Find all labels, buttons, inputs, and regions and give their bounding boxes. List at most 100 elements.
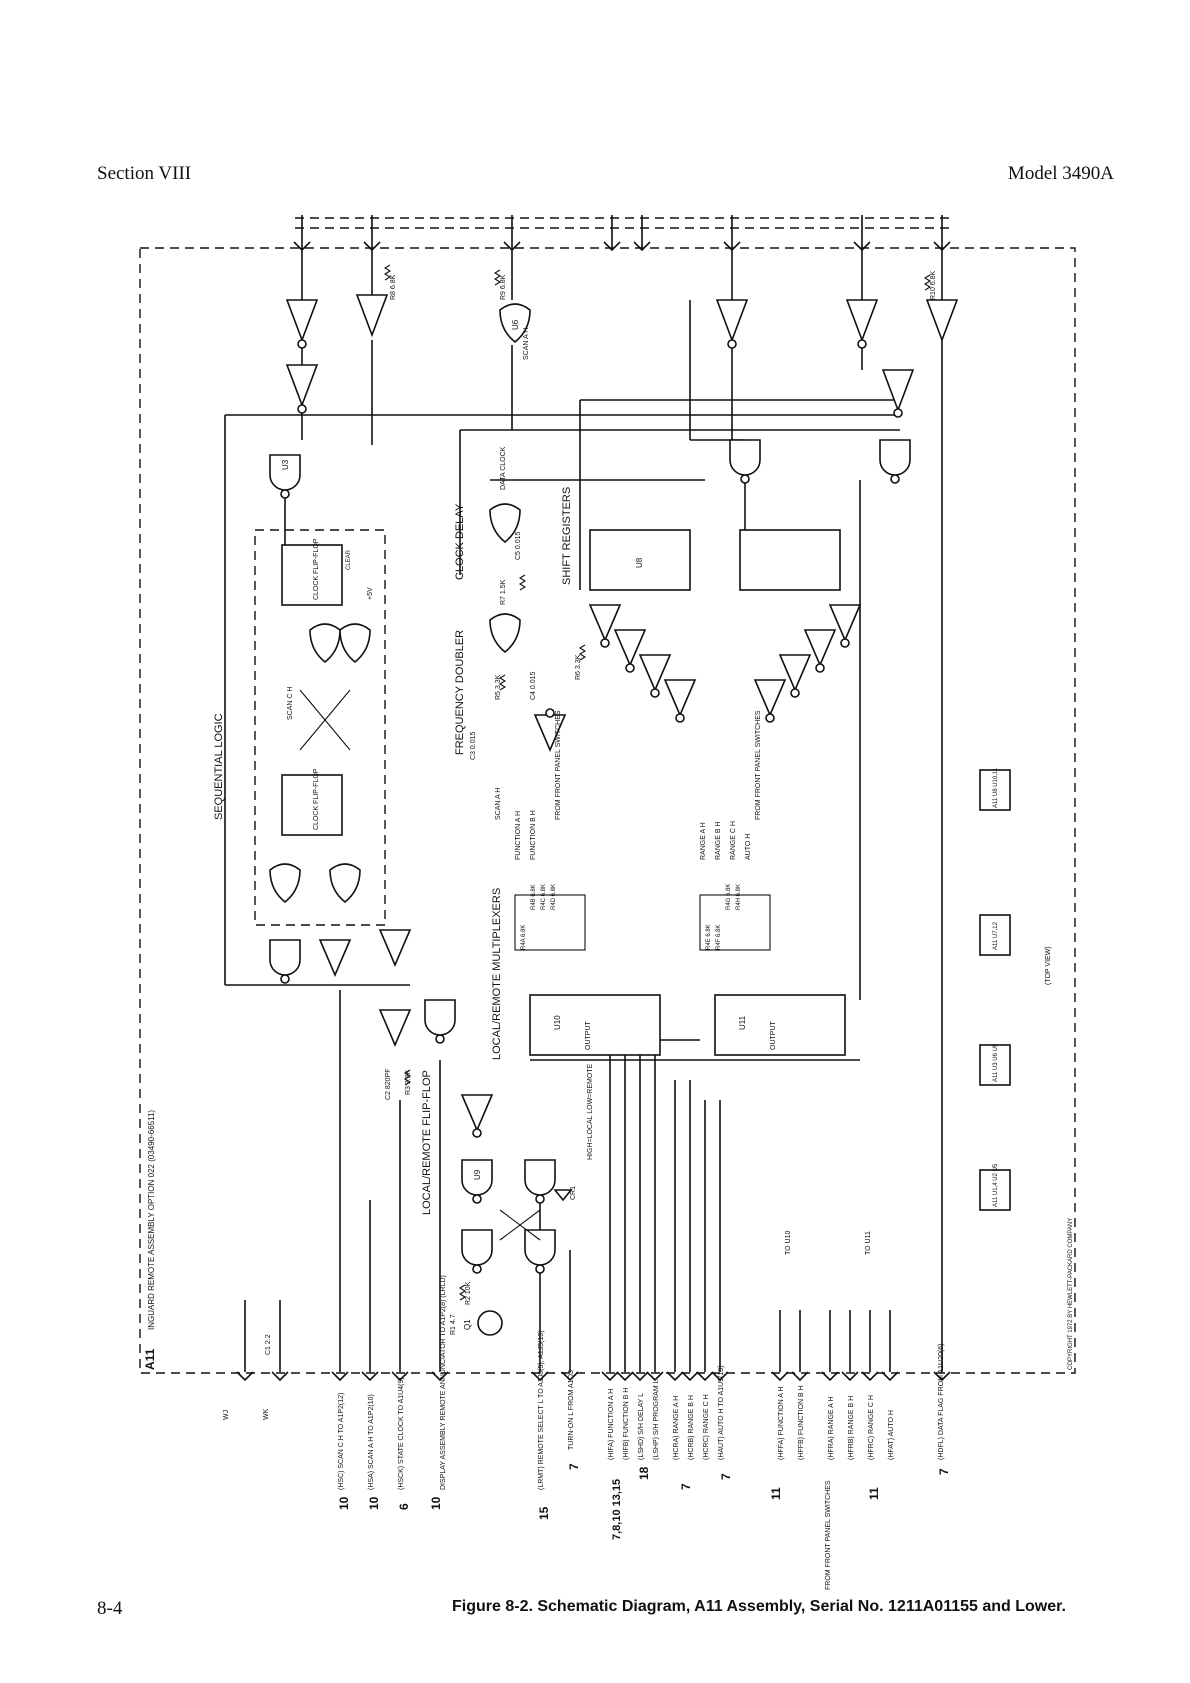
c2-label: C2 820PF [385, 1068, 392, 1100]
clock-ff-label-2: CLOCK FLIP-FLOP [313, 768, 320, 830]
output-label-2: OUTPUT [770, 1021, 777, 1051]
clear-label: CLEAR [346, 549, 352, 570]
u11-label: U11 [738, 1015, 747, 1030]
u8-shift-register-2 [739, 529, 841, 591]
r3-label: R3 3.3K [405, 1069, 412, 1095]
sig-20-num: 7 [937, 1468, 951, 1475]
to-u10-label: TO U10 [785, 1231, 792, 1255]
r6-label: R6 3.3K [575, 654, 582, 680]
r4g-label: R4G 6.8K [726, 884, 732, 910]
local-remote-ff-label: LOCAL/REMOTE FLIP-FLOP [421, 1070, 433, 1215]
r4a-label: R4A 6.8K [521, 925, 527, 950]
u9-label: U9 [473, 1169, 482, 1180]
local-remote-mux-label: LOCAL/REMOTE MULTIPLEXERS [491, 888, 503, 1060]
r1-label: R1 4.7 [450, 1314, 457, 1335]
wj-label: WJ [223, 1410, 230, 1420]
top-connector-pins [293, 215, 951, 252]
cr1-label: CR1 [570, 1186, 577, 1200]
clock-delay-label: CLOCK DELAY [454, 503, 466, 580]
sig-1: (HSA) SCAN A H TO A1P2(10) [368, 1394, 375, 1490]
sequential-logic-box [254, 529, 386, 926]
clock-ff-label-1: CLOCK FLIP-FLOP [313, 538, 320, 600]
sig-10: (HCRA) RANGE A H [673, 1396, 680, 1460]
range-b-label: RANGE B H [715, 821, 722, 860]
scan-a-label: SCAN A H [523, 328, 530, 360]
u3-label: U3 [281, 459, 290, 470]
sig-19: (HFAT) AUTO H [888, 1410, 895, 1460]
sig-14: (HFFA) FUNCTION A H [778, 1387, 785, 1461]
section-heading: Section VIII [97, 163, 192, 184]
range-a-label: RANGE A H [700, 822, 707, 860]
sig-13: (HAUT) AUTO H TO A1U9(13) [718, 1365, 725, 1460]
high-local-label: HIGH=LOCAL LOW=REMOTE [587, 1063, 594, 1160]
sig-3-num: 10 [429, 1496, 443, 1510]
sig-0-num: 10 [337, 1496, 351, 1510]
c5-label: C5 0.015 [515, 531, 522, 560]
sig-17: (HFRB) RANGE B H [848, 1396, 855, 1460]
auto-label: AUTO H [745, 834, 752, 860]
to-u11-label: TO U11 [865, 1231, 872, 1255]
sig-8: (LSHD) S/H DELAY L [638, 1393, 645, 1460]
r4f-label: R4F 6.8K [716, 925, 722, 950]
cr1-diode [553, 1189, 573, 1202]
r2-label: R2 10K [465, 1281, 472, 1305]
function-a-label: FUNCTION A H [515, 811, 522, 860]
front-panel-label-1: FROM FRONT PANEL SWITCHES [555, 710, 562, 820]
top-view-label: (TOP VIEW) [1045, 946, 1052, 985]
scan-a-label-2: SCAN A H [495, 788, 502, 820]
resistors [383, 264, 932, 1301]
sig-4: (LRMT) REMOTE SELECT L TO A1J8(5), A1J5(… [538, 1330, 545, 1490]
ic-pinout-diagrams [979, 769, 1011, 1211]
r4h-label: R4H 6.8K [736, 884, 742, 910]
sig-9: (LSHP) S/H PROGRAM L [653, 1379, 660, 1460]
scan-c-label: SCAN C H [287, 687, 294, 720]
sig-0: (HSC) SCAN C H TO A1P2(12) [338, 1393, 345, 1490]
sig-5: TURN-ON L FROM A1Q3 [568, 1370, 575, 1450]
front-panel-label-2: FROM FRONT PANEL SWITCHES [755, 710, 762, 820]
resistor-packs [514, 894, 771, 951]
model-heading: Model 3490A [1007, 163, 1114, 184]
u11-multiplexer [714, 994, 846, 1056]
sequential-logic-label: SEQUENTIAL LOGIC [213, 713, 225, 820]
assembly-boundary [139, 247, 1076, 1374]
figure-caption: Figure 8-2. Schematic Diagram, A11 Assem… [452, 1598, 1066, 1615]
u5-flipflop-lower [281, 774, 343, 836]
sig-2: (HSCK) STATE CLOCK TO A1U4(9) [398, 1377, 405, 1490]
sig-2-num: 6 [397, 1503, 411, 1510]
copyright-label: COPYRIGHT 1972 BY HEWLETT-PACKARD COMPAN… [1068, 1218, 1074, 1370]
wk-label: WK [263, 1408, 270, 1420]
r4e-label: R4E 6.8K [706, 924, 712, 950]
data-clock-label: DATA CLOCK [500, 446, 507, 490]
q1-transistor [477, 1310, 503, 1336]
sig-5-num: 7 [567, 1463, 581, 1470]
c3-label: C3 0.015 [470, 731, 477, 760]
plus5v-label: +5V [367, 587, 374, 600]
u8-shift-register [589, 529, 691, 591]
r8-label: R8 6.8K [390, 274, 397, 300]
sig-4-num: 15 [537, 1506, 551, 1520]
ic-pinout-0: A11 U8 U10,11 [993, 767, 999, 808]
c4-label: C4 0.015 [530, 671, 537, 700]
page-number: 8-4 [97, 1598, 123, 1619]
sig-12: (HCRC) RANGE C H [703, 1394, 710, 1460]
frequency-doubler-label: FREQUENCY DOUBLER [454, 630, 466, 755]
r7-label: R7 1.5K [500, 579, 507, 605]
sig-20: (HDFL) DATA FLAG FROM A1U20(6) [938, 1344, 945, 1460]
sig-10-num: 7 [679, 1483, 693, 1490]
r4d-label: R4D 6.8K [551, 884, 557, 910]
r10-label: R10 6.8K [930, 270, 937, 300]
sig-14-num: 11 [769, 1487, 783, 1500]
inverter-gates [285, 294, 959, 1138]
function-b-label: FUNCTION B H [530, 810, 537, 860]
ic-pinout-1: A11 U7,12 [993, 921, 999, 950]
sig-13-num: 7 [719, 1473, 733, 1480]
range-c-label: RANGE C H [730, 821, 737, 860]
ic-pinout-3: A11 U1,4 U2 U5 [993, 1163, 999, 1207]
sig-1-num: 10 [367, 1496, 381, 1510]
assembly-title-label: INGUARD REMOTE ASSEMBLY OPTION 022 (0349… [147, 1110, 156, 1330]
sig-7: (HIFB) FUNCTION B H [623, 1388, 630, 1460]
assembly-ref-label: A11 [143, 1348, 157, 1370]
sig-6: (HIFA) FUNCTION A H [608, 1389, 615, 1460]
sig-3: DISPLAY ASSEMBLY REMOTE ANNUNCIATOR TO A… [440, 1275, 447, 1490]
ic-pinout-2: A11 U3 U6 U9 [993, 1043, 999, 1082]
